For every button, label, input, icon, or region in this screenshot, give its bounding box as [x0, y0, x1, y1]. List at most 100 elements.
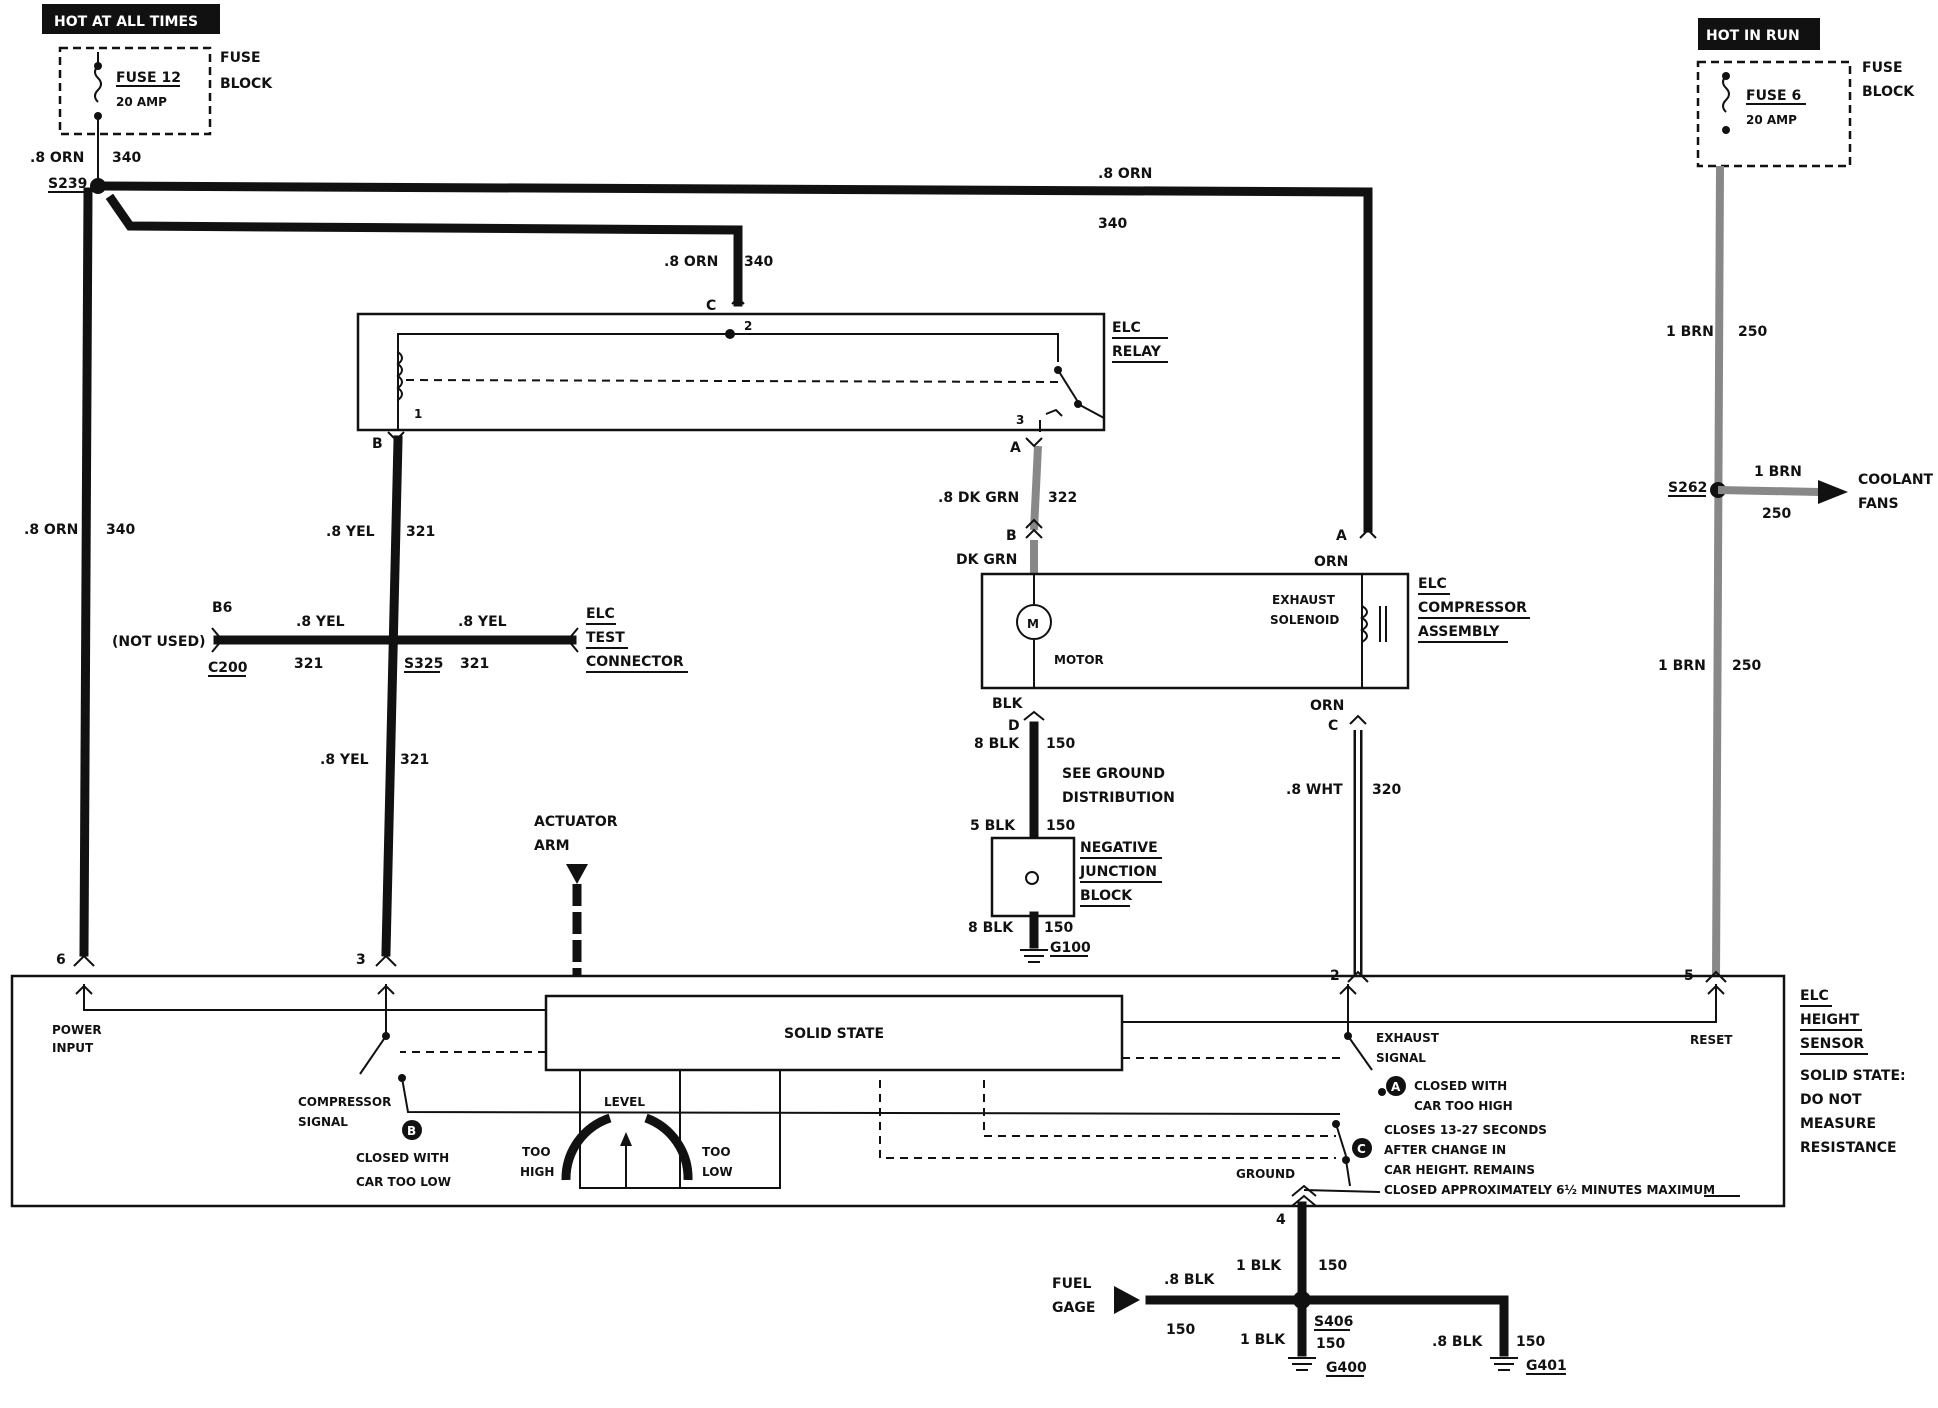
wire-label-150-2: 150 [1046, 818, 1075, 834]
wire-label-250-3: 250 [1732, 658, 1761, 674]
fuse-block-left-label-1: FUSE [220, 50, 261, 66]
fuse-12-rating: 20 AMP [116, 95, 167, 109]
negative-junction-block [990, 836, 1076, 918]
wire-label-320: 320 [1372, 782, 1401, 798]
test-connector-label-1: ELC [586, 606, 615, 622]
fuse-block-right-label-1: FUSE [1862, 60, 1903, 76]
sensor-pin-3: 3 [356, 952, 366, 968]
wire-label-brn-3: 1 BRN [1658, 658, 1706, 674]
exhaust-solenoid-label-1: EXHAUST [1272, 593, 1336, 607]
actuator-arrow [566, 864, 588, 884]
ground-g401-symbol [1490, 1357, 1518, 1371]
wire-label-321-left: 321 [294, 656, 323, 672]
wire-label-brn-2: 1 BRN [1754, 464, 1802, 480]
marker-b-letter: B [407, 1124, 416, 1138]
a-note-1: CLOSED WITH [1414, 1079, 1507, 1093]
wire-label-8blk-1: 8 BLK [974, 736, 1020, 752]
wire-label-orn-left: .8 ORN [24, 522, 78, 538]
wire-label-5blk: 5 BLK [970, 818, 1016, 834]
wire-label-340-right: 340 [1098, 216, 1127, 232]
wire-label-yel-2: .8 YEL [320, 752, 369, 768]
fuel-gage-1: FUEL [1052, 1276, 1091, 1292]
motor-label: MOTOR [1054, 653, 1104, 667]
splice-s406 [1293, 1291, 1311, 1309]
ground-label-inner: GROUND [1236, 1167, 1295, 1181]
wire-label-340-relay: 340 [744, 254, 773, 270]
too-low-1: TOO [702, 1145, 731, 1159]
ground-dist-1: SEE GROUND [1062, 766, 1165, 782]
relay-terminal-1: 1 [414, 407, 422, 421]
wire-label-340-left: 340 [106, 522, 135, 538]
too-high-1: TOO [522, 1145, 551, 1159]
b-note-2: CAR TOO LOW [356, 1175, 451, 1189]
coolant-fans-arrow [1818, 480, 1848, 504]
c-note-3: CAR HEIGHT. REMAINS [1384, 1163, 1535, 1177]
hot-in-run-label-bg [1698, 18, 1820, 50]
wire-label-250-2: 250 [1762, 506, 1791, 522]
compressor-signal-2: SIGNAL [298, 1115, 348, 1129]
power-input-2: INPUT [52, 1041, 94, 1055]
b6-label: B6 [212, 600, 232, 616]
wire-label-1blk-1: 1 BLK [1236, 1258, 1282, 1274]
compressor-signal-1: COMPRESSOR [298, 1095, 391, 1109]
too-high-2: HIGH [520, 1165, 554, 1179]
wire-label-yel-left: .8 YEL [296, 614, 345, 630]
coolant-fans-1: COOLANT [1858, 472, 1934, 488]
wire-label-dkgrn-short: DK GRN [956, 552, 1017, 568]
relay-pin-c: C [706, 298, 716, 314]
level-label: LEVEL [604, 1095, 645, 1109]
exhaust-signal-2: SIGNAL [1376, 1051, 1426, 1065]
splice-s239-label: S239 [48, 176, 87, 192]
motor-symbol [1016, 604, 1052, 640]
c-note-1: CLOSES 13-27 SECONDS [1384, 1123, 1547, 1137]
compressor-title-3: ASSEMBLY [1418, 624, 1500, 640]
sensor-pin-4: 4 [1276, 1212, 1286, 1228]
wire-label-08blk-left: .8 BLK [1164, 1272, 1216, 1288]
marker-a [1386, 1076, 1406, 1096]
relay-title-1: ELC [1112, 320, 1141, 336]
relay-pin-b: B [372, 436, 383, 452]
wire-label-322: 322 [1048, 490, 1077, 506]
power-input-1: POWER [52, 1023, 102, 1037]
sensor-pin-6: 6 [56, 952, 66, 968]
not-used-label: (NOT USED) [112, 634, 205, 650]
compressor-title-1: ELC [1418, 576, 1447, 592]
fuel-gage-arrow [1114, 1286, 1140, 1314]
sensor-title-3: SENSOR [1800, 1036, 1864, 1052]
fuse-block-left [58, 46, 212, 136]
wire-label-321-1: 321 [406, 524, 435, 540]
fuse-6-rating: 20 AMP [1746, 113, 1797, 127]
splice-s325-label: S325 [404, 656, 443, 672]
marker-b [402, 1120, 422, 1140]
marker-c-letter: C [1357, 1142, 1366, 1156]
solid-state-block [544, 994, 1124, 1072]
junction-label-3: BLOCK [1080, 888, 1133, 904]
wire-label-250-1: 250 [1738, 324, 1767, 340]
a-note-2: CAR TOO HIGH [1414, 1099, 1513, 1113]
fuse-6-name: FUSE 6 [1746, 88, 1801, 104]
compressor-title-2: COMPRESSOR [1418, 600, 1527, 616]
reset-label: RESET [1690, 1033, 1733, 1047]
test-connector-label-3: CONNECTOR [586, 654, 684, 670]
wire-label-orn-top: .8 ORN [30, 150, 84, 166]
wire-label-08blk-right: .8 BLK [1432, 1334, 1484, 1350]
compressor-pin-b: B [1006, 528, 1017, 544]
ground-dist-2: DISTRIBUTION [1062, 790, 1175, 806]
motor-m: M [1027, 617, 1039, 631]
actuator-label-1: ACTUATOR [534, 814, 618, 830]
c-note-2: AFTER CHANGE IN [1384, 1143, 1506, 1157]
fuse-block-left-label-2: BLOCK [220, 76, 273, 92]
wire-label-321-right: 321 [460, 656, 489, 672]
wire-label-orn-short-top: ORN [1314, 554, 1348, 570]
wire-label-150-1: 150 [1046, 736, 1075, 752]
sensor-note-3: MEASURE [1800, 1116, 1876, 1132]
compressor-pin-a: A [1336, 528, 1347, 544]
wire-label-dkgrn: .8 DK GRN [938, 490, 1019, 506]
wire-label-orn-right: .8 ORN [1098, 166, 1152, 182]
wire-label-wht: .8 WHT [1286, 782, 1343, 798]
fuel-gage-2: GAGE [1052, 1300, 1095, 1316]
wire-label-1blk-2: 1 BLK [1240, 1332, 1286, 1348]
wire-label-orn-short-bottom: ORN [1310, 698, 1344, 714]
ground-g401-label: G401 [1526, 1358, 1567, 1374]
